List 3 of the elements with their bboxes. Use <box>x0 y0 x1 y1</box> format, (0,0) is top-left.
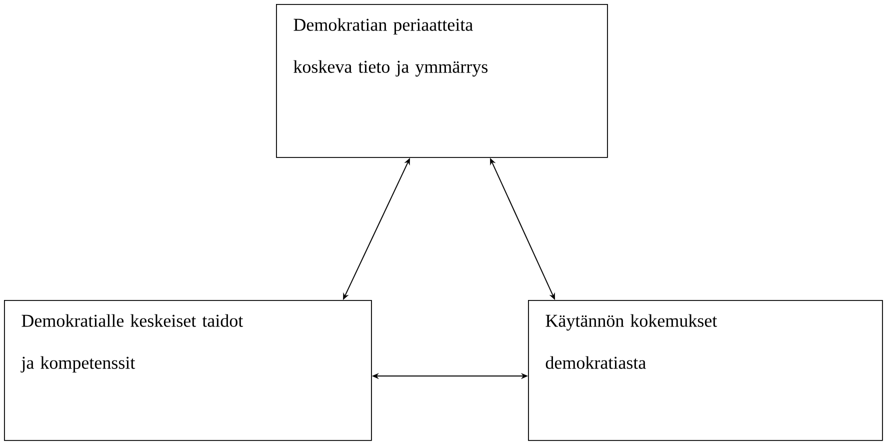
text-box: Demokratialle keskeiset taidot ja kompetenssit <box>4 300 372 441</box>
text-box: Käytännön kokemukset demokratiasta <box>528 300 883 441</box>
text-box: Demokratian periaatteita koskeva tieto ja ymmärrys <box>276 4 608 158</box>
